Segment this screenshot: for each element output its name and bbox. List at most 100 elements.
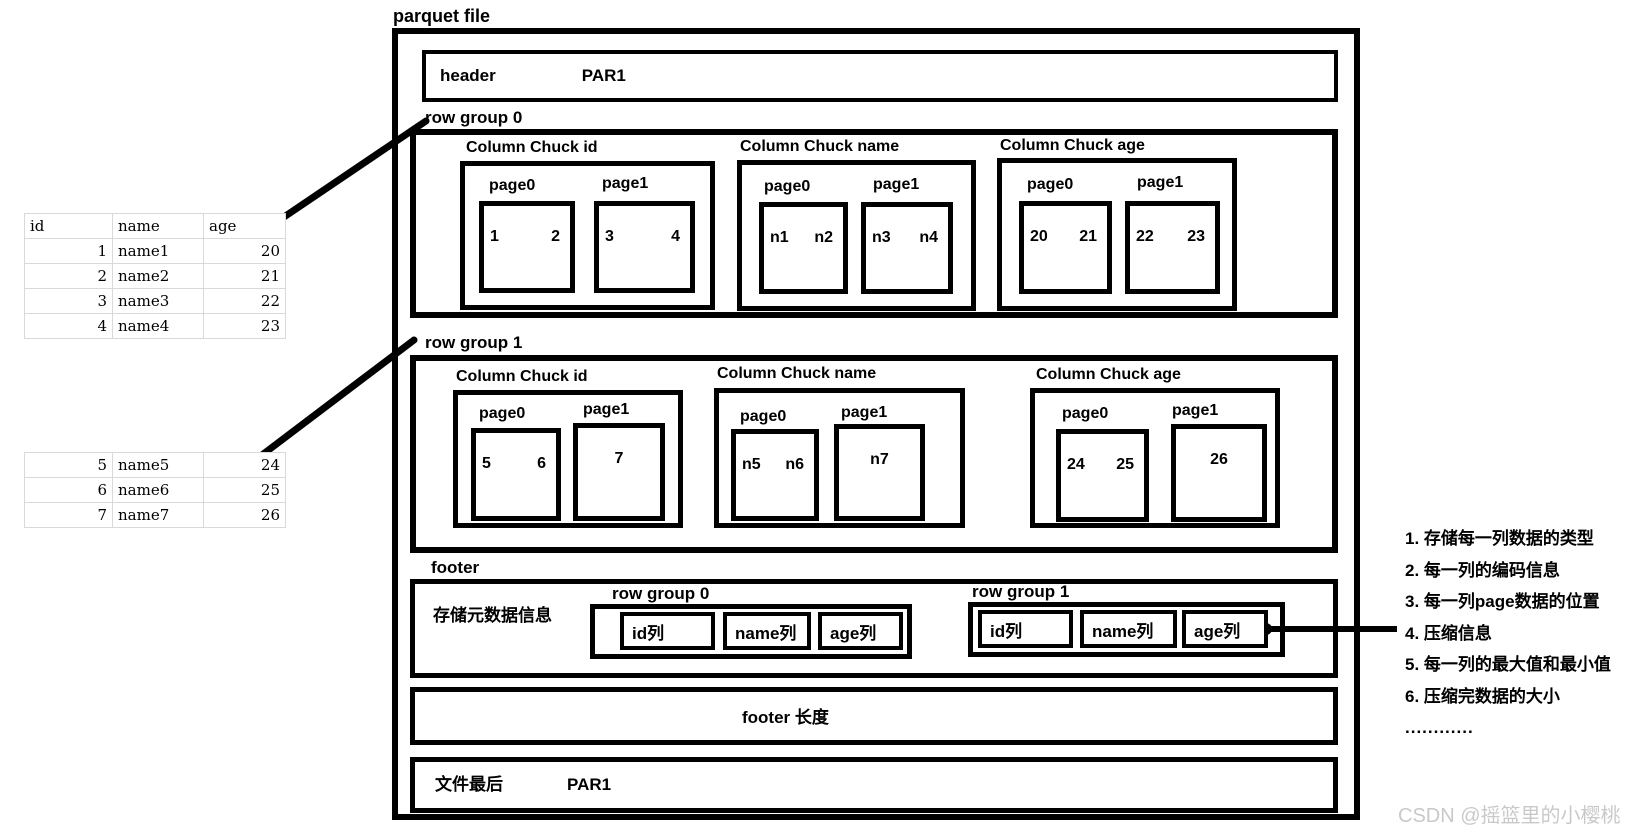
cell-name: name4 <box>112 313 204 339</box>
table-row: 4 name4 23 <box>24 313 286 339</box>
col-header-age: age <box>203 213 286 239</box>
cell-name: name5 <box>112 452 204 478</box>
row-group-1-label: row group 1 <box>425 333 523 352</box>
page-label: page1 <box>1137 174 1184 191</box>
source-table-group0: id name age 1 name1 20 2 name2 21 3 name… <box>24 213 286 339</box>
metadata-label: 存储元数据信息 <box>433 606 552 625</box>
table-row: 7 name7 26 <box>24 502 286 528</box>
page-values: n3 n4 <box>866 207 948 247</box>
column-chunk-box-id <box>453 390 683 528</box>
page-value: n3 <box>872 229 891 246</box>
page-label: page1 <box>602 175 649 192</box>
arrow-table-to-row-group-1 <box>254 336 418 462</box>
cell-name: name1 <box>112 238 204 264</box>
page-values: 5 6 <box>476 433 556 473</box>
row-group-1-box <box>410 355 1338 553</box>
table-row: 5 name5 24 <box>24 452 286 478</box>
page-label: page0 <box>740 408 787 425</box>
note-item: 3. 每一列page数据的位置 <box>1405 592 1600 612</box>
page-box: 20 21 <box>1019 201 1112 294</box>
page-value: 4 <box>671 228 680 245</box>
page-box: 26 <box>1171 424 1267 522</box>
column-chunk-title: Column Chuck id <box>466 139 598 156</box>
page-value: 2 <box>551 228 560 245</box>
cell-age: 24 <box>203 452 286 478</box>
watermark: CSDN @摇篮里的小樱桃 <box>1398 805 1621 827</box>
col-header-name: name <box>112 213 204 239</box>
page-values: n5 n6 <box>736 434 814 474</box>
table-header-row: id name age <box>24 213 286 239</box>
page-values: 26 <box>1176 429 1262 469</box>
page-box: 24 25 <box>1056 429 1149 522</box>
cell-name: name2 <box>112 263 204 289</box>
page-box: 5 6 <box>471 428 561 521</box>
page-box: n5 n6 <box>731 429 819 521</box>
page-value: 1 <box>490 228 499 245</box>
column-chunk-box-name <box>714 388 965 528</box>
note-item: 4. 压缩信息 <box>1405 623 1492 643</box>
cell-id: 1 <box>24 238 113 264</box>
footer-row-group-0-label: row group 0 <box>612 584 710 603</box>
page-value: 22 <box>1136 228 1154 245</box>
page-value: 21 <box>1079 228 1097 245</box>
note-item: 1. 存储每一列数据的类型 <box>1405 529 1594 548</box>
cell-id: 2 <box>24 263 113 289</box>
note-item: 2. 每一列的编码信息 <box>1405 560 1560 580</box>
cell-id: 5 <box>24 452 113 478</box>
page-value: n4 <box>919 229 938 246</box>
meta-col-label: name列 <box>1092 621 1154 641</box>
page-value: 6 <box>537 455 546 472</box>
cell-age: 25 <box>203 477 286 503</box>
footer-length-label: footer 长度 <box>742 708 829 727</box>
footer-row-group-1-label: row group 1 <box>972 582 1070 601</box>
file-end-label: 文件最后 <box>435 775 503 795</box>
page-label: page0 <box>479 405 526 422</box>
row-group-0-box <box>410 129 1338 318</box>
source-table-group1: 5 name5 24 6 name6 25 7 name7 26 <box>24 452 286 528</box>
page-box: 3 4 <box>594 201 695 293</box>
cell-name: name3 <box>112 288 204 314</box>
page-values: 22 23 <box>1130 206 1215 246</box>
page-value: n7 <box>870 451 889 468</box>
page-label: page0 <box>764 178 811 195</box>
page-value: 23 <box>1187 228 1205 245</box>
meta-col-box-name: name列 <box>723 612 811 650</box>
page-value: n5 <box>742 456 761 473</box>
col-header-id: id <box>24 213 113 239</box>
note-item-ellipsis: ............ <box>1405 718 1474 738</box>
column-chunk-title: Column Chuck age <box>1036 366 1181 383</box>
page-label: page0 <box>489 177 536 194</box>
footer-box <box>410 579 1338 678</box>
page-value: n1 <box>770 229 789 246</box>
page-box: n1 n2 <box>759 202 848 294</box>
page-value: n6 <box>785 456 804 473</box>
meta-col-box-name: name列 <box>1080 610 1177 648</box>
file-end-box: 文件最后 PAR1 <box>410 757 1338 813</box>
page-value: 26 <box>1210 451 1228 468</box>
meta-col-label: age列 <box>830 623 877 643</box>
table-row: 3 name3 22 <box>24 288 286 314</box>
cell-id: 3 <box>24 288 113 314</box>
meta-col-label: name列 <box>735 623 797 643</box>
page-values: 7 <box>578 428 660 468</box>
cell-name: name6 <box>112 477 204 503</box>
page-values: 1 2 <box>484 206 570 246</box>
page-value: 3 <box>605 228 614 245</box>
table-row: 1 name1 20 <box>24 238 286 264</box>
page-label: page0 <box>1062 405 1109 422</box>
page-box: 1 2 <box>479 201 575 293</box>
page-value: 24 <box>1067 456 1085 473</box>
meta-col-box-age: age列 <box>1182 610 1268 648</box>
cell-age: 23 <box>203 313 286 339</box>
notes-list: 1. 存储每一列数据的类型 2. 每一列的编码信息 3. 每一列page数据的位… <box>1405 529 1611 750</box>
cell-id: 7 <box>24 502 113 528</box>
page-values: 3 4 <box>599 206 690 246</box>
footer-row-group-0-box <box>590 604 912 659</box>
page-box: n7 <box>834 424 925 521</box>
column-chunk-title: Column Chuck id <box>456 368 588 385</box>
note-item: 5. 每一列的最大值和最小值 <box>1405 655 1611 675</box>
cell-age: 20 <box>203 238 286 264</box>
footer-label: footer <box>431 558 480 577</box>
cell-age: 26 <box>203 502 286 528</box>
